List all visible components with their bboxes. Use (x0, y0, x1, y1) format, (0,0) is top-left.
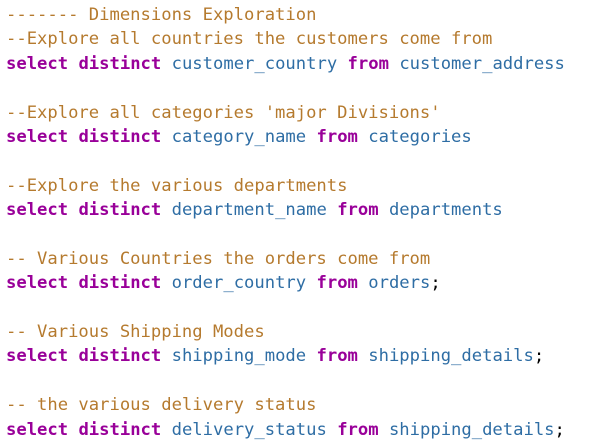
sql-punctuation (327, 420, 337, 440)
sql-keyword: select (6, 200, 69, 221)
code-line: -- Various Countries the orders come fro… (6, 247, 591, 271)
sql-keyword: select (6, 419, 69, 440)
sql-identifier: categories (368, 126, 472, 147)
code-line (6, 296, 591, 320)
sql-identifier: departments (388, 200, 503, 221)
sql-punctuation (68, 127, 78, 147)
code-line (6, 369, 591, 393)
sql-keyword: select (6, 126, 69, 147)
code-line: --Explore all countries the customers co… (6, 27, 591, 51)
sql-comment: --Explore all countries the customers co… (6, 29, 493, 50)
sql-punctuation (68, 420, 78, 440)
code-line: select distinct order_country from order… (6, 271, 591, 295)
sql-identifier: category_name (171, 126, 307, 147)
sql-identifier: shipping_details (388, 419, 555, 440)
sql-keyword: from (337, 200, 379, 221)
sql-punctuation (379, 200, 389, 220)
sql-punctuation: ; (533, 346, 545, 367)
sql-punctuation (161, 54, 171, 74)
sql-punctuation (161, 420, 171, 440)
sql-punctuation (68, 273, 78, 293)
sql-punctuation (306, 127, 316, 147)
sql-identifier: customer_country (171, 53, 338, 74)
sql-identifier: shipping_details (368, 346, 534, 367)
sql-punctuation (379, 420, 389, 440)
sql-punctuation (161, 273, 171, 293)
sql-comment: --Explore all categories 'major Division… (6, 102, 441, 123)
sql-punctuation (327, 200, 337, 220)
sql-keyword: distinct (78, 126, 162, 147)
sql-punctuation (358, 273, 368, 293)
code-line: select distinct department_name from dep… (6, 198, 591, 222)
sql-keyword: from (316, 126, 358, 147)
code-line: select distinct shipping_mode from shipp… (6, 344, 591, 368)
sql-comment: ------- Dimensions Exploration (6, 5, 317, 25)
sql-punctuation (161, 200, 171, 220)
sql-keyword: distinct (78, 53, 162, 74)
sql-comment: --Explore the various departments (6, 175, 348, 196)
code-line: select distinct customer_country from cu… (6, 52, 591, 76)
code-line: --Explore all categories 'major Division… (6, 101, 591, 125)
code-line: select distinct delivery_status from shi… (6, 418, 591, 442)
code-line: --Explore the various departments (6, 174, 591, 198)
sql-keyword: from (316, 346, 358, 367)
sql-punctuation (68, 54, 78, 74)
sql-identifier: orders (368, 273, 431, 294)
sql-keyword: from (337, 419, 379, 440)
sql-keyword: select (6, 346, 69, 367)
sql-comment: -- the various delivery status (6, 395, 317, 416)
sql-punctuation (337, 54, 347, 74)
sql-punctuation (389, 54, 399, 74)
sql-comment: -- Various Countries the orders come fro… (6, 248, 431, 269)
sql-punctuation (68, 200, 78, 220)
code-line: ------- Dimensions Exploration (6, 3, 591, 27)
sql-punctuation (68, 346, 78, 366)
sql-keyword: distinct (78, 273, 162, 294)
sql-identifier: customer_address (399, 53, 565, 74)
sql-keyword: distinct (78, 419, 162, 440)
sql-punctuation (161, 346, 171, 366)
sql-identifier: shipping_mode (171, 346, 307, 367)
sql-punctuation (358, 346, 368, 366)
sql-identifier: order_country (171, 273, 307, 294)
sql-punctuation: ; (430, 273, 441, 294)
sql-keyword: select (6, 273, 69, 294)
code-line: -- Various Shipping Modes (6, 320, 591, 344)
sql-identifier: delivery_status (171, 419, 327, 440)
code-line (6, 223, 591, 247)
sql-punctuation (306, 273, 316, 293)
sql-keyword: distinct (78, 200, 162, 221)
code-line (6, 76, 591, 100)
sql-keyword: from (347, 53, 389, 74)
sql-keyword: select (6, 53, 69, 74)
sql-identifier: department_name (171, 200, 327, 221)
sql-keyword: from (316, 273, 358, 294)
sql-punctuation (306, 346, 316, 366)
code-line (6, 149, 591, 173)
sql-punctuation: ; (554, 419, 565, 440)
sql-comment: -- Various Shipping Modes (6, 322, 265, 343)
sql-punctuation (161, 127, 171, 147)
sql-keyword: distinct (78, 346, 162, 367)
sql-code-editor[interactable]: ------- Dimensions Exploration --Explore … (6, 3, 591, 442)
sql-punctuation (358, 127, 368, 147)
code-line: -- the various delivery status (6, 393, 591, 417)
code-line: select distinct category_name from categ… (6, 125, 591, 149)
